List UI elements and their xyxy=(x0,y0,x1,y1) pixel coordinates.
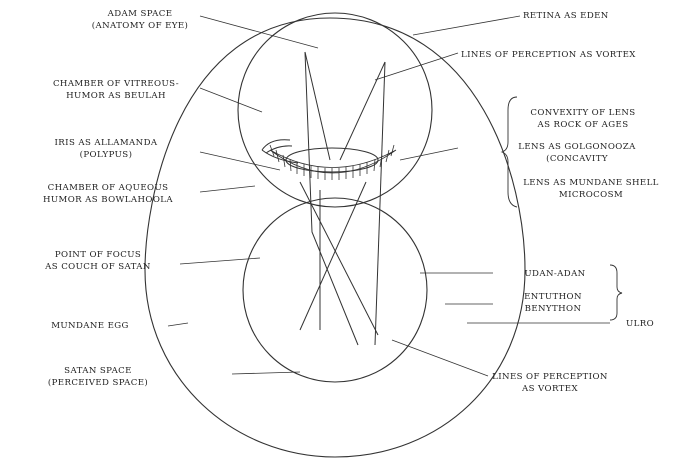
label-adam-space: ADAM SPACE xyxy=(107,9,173,19)
mundane-egg-outline xyxy=(145,18,525,457)
label-ulro: ULRO xyxy=(626,319,654,329)
lower-circle-satan-space xyxy=(243,198,427,382)
label-vitreous-sub: HUMOR AS BEULAH xyxy=(66,91,166,101)
label-retina: RETINA AS EDEN xyxy=(523,11,609,21)
label-lines-of-perception-top: LINES OF PERCEPTION AS VORTEX xyxy=(461,50,636,60)
upper-circle-adam-space xyxy=(238,13,432,207)
vortex-line-right-upper xyxy=(340,62,385,160)
brace-udan xyxy=(610,265,622,320)
label-satan-space-sub: (PERCEIVED SPACE) xyxy=(48,377,148,388)
label-golgonooza-sub: (CONCAVITY xyxy=(546,153,608,164)
label-udan-adan: UDAN-ADAN xyxy=(524,269,585,279)
label-convexity-sub: AS ROCK OF AGES xyxy=(536,120,628,130)
iris-left-flap xyxy=(262,140,298,163)
label-aqueous-sub: HUMOR AS BOWLAHOOLA xyxy=(43,195,173,205)
label-lines-of-perception-bottom: LINES OF PERCEPTION xyxy=(492,372,608,382)
label-convexity: CONVEXITY OF LENS xyxy=(530,108,635,118)
label-benython: BENYTHON xyxy=(525,304,582,314)
label-iris: IRIS AS ALLAMANDA xyxy=(55,138,158,148)
label-iris-sub: (POLYPUS) xyxy=(80,149,133,160)
label-adam-space-sub: (ANATOMY OF EYE) xyxy=(92,20,189,31)
label-aqueous: CHAMBER OF AQUEOUS xyxy=(48,183,169,193)
label-entuthon: ENTUTHON xyxy=(524,292,582,302)
label-golgonooza: LENS AS GOLGONOOZA xyxy=(518,142,636,152)
label-point-of-focus-sub: AS COUCH OF SATAN xyxy=(44,262,151,272)
label-lines-of-perception-bottom-sub: AS VORTEX xyxy=(521,384,578,394)
label-point-of-focus: POINT OF FOCUS xyxy=(55,250,141,260)
label-satan-space: SATAN SPACE xyxy=(64,366,132,376)
vortex-line-b xyxy=(375,62,385,345)
label-mundane-shell: LENS AS MUNDANE SHELL xyxy=(523,178,659,188)
vortex-line-c xyxy=(300,182,378,335)
label-mundane-egg: MUNDANE EGG xyxy=(51,321,129,331)
label-vitreous: CHAMBER OF VITREOUS- xyxy=(53,79,179,89)
label-mundane-shell-sub: MICROCOSM xyxy=(559,190,623,200)
leader-lines xyxy=(168,16,610,376)
